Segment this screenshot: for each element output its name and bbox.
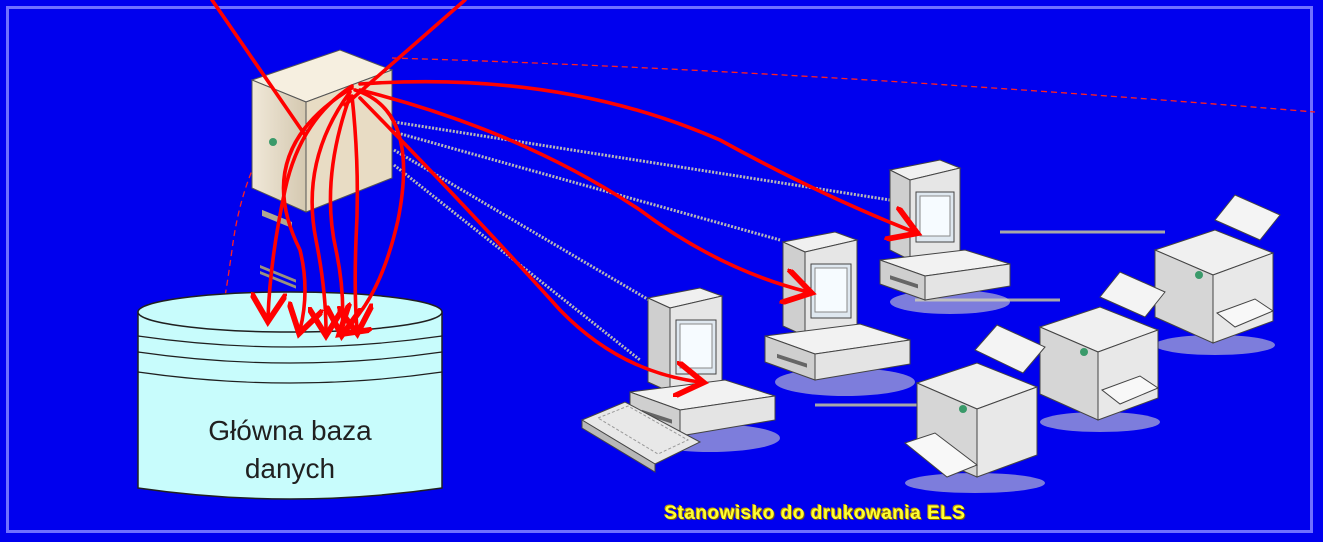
slide-border bbox=[6, 6, 1313, 533]
keyboard-icon bbox=[580, 401, 702, 473]
computer-icon bbox=[764, 231, 915, 396]
computer-icon bbox=[879, 159, 1011, 314]
printer-icon bbox=[1153, 194, 1281, 355]
printer-icon bbox=[1038, 271, 1166, 432]
data-flow-arrows bbox=[210, 0, 914, 382]
station-label: Stanowisko do drukowania ELS bbox=[664, 503, 966, 524]
database-label-line2: danych bbox=[244, 453, 336, 484]
dashed-links bbox=[221, 57, 1316, 313]
printer-icon bbox=[903, 324, 1046, 493]
database-label-line1: Główna baza bbox=[208, 415, 372, 446]
database-label: Główna baza danych bbox=[140, 412, 440, 488]
